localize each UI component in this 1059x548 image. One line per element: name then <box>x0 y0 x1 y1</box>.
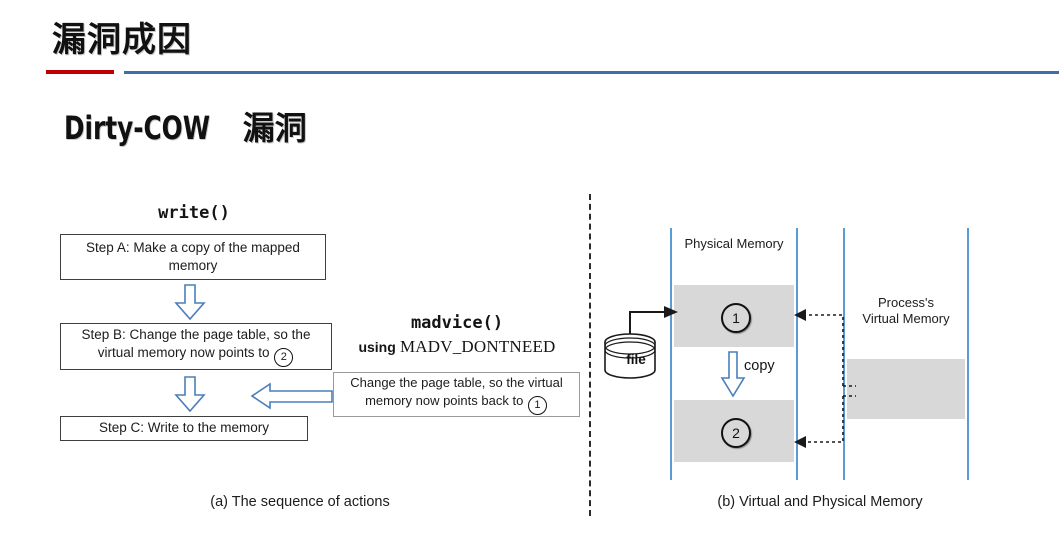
caption-a: (a) The sequence of actions <box>210 494 390 510</box>
madvice-box-line2: memory now points back to <box>365 392 524 408</box>
step-b-badge: 2 <box>274 348 294 368</box>
file-label: file <box>626 352 646 367</box>
slide-subtitle-cjk: 漏洞 <box>242 110 307 146</box>
copy-arrow-icon <box>720 351 746 398</box>
physical-memory-label: Physical Memory <box>684 236 784 251</box>
step-a-line2: memory <box>168 258 218 273</box>
page-mapping-arrows <box>794 309 856 448</box>
step-b-line2: virtual memory now points to <box>97 345 270 361</box>
copy-label: copy <box>744 358 775 374</box>
write-syscall-label: write() <box>158 203 230 223</box>
step-a-box: Step A: Make a copy of the mapped memory <box>60 234 326 280</box>
madvice-flag-line: using MADV_DONTNEED <box>333 337 581 357</box>
virtual-memory-label-line2: Virtual Memory <box>862 311 950 327</box>
caption-b: (b) Virtual and Physical Memory <box>717 494 923 510</box>
slide-subtitle: Dirty-COW 漏洞 <box>64 103 307 149</box>
step-c-line1: Step C: Write to the memory <box>98 420 270 436</box>
madvice-box-line1: Change the page table, so the virtual <box>350 375 563 391</box>
arrow-step-b-to-c-icon <box>174 376 206 413</box>
madvice-syscall-label: madvice() <box>410 313 504 333</box>
virtual-memory-label-line1: Process's <box>878 295 934 310</box>
virtual-memory-column <box>843 228 969 480</box>
file-cylinder-icon <box>604 306 678 379</box>
virtual-memory-label: Process's Virtual Memory <box>843 295 969 328</box>
arrow-madvice-to-step-b-icon <box>250 382 333 410</box>
madvice-description-box: Change the page table, so the virtual me… <box>333 372 580 417</box>
title-underline-red <box>46 70 114 74</box>
page-title: 漏洞成因 <box>52 21 192 59</box>
step-b-box: Step B: Change the page table, so the vi… <box>60 323 332 370</box>
step-a-line1: Step A: Make a copy of the mapped <box>86 239 300 255</box>
step-b-line1: Step B: Change the page table, so the <box>81 326 311 342</box>
physical-page-1-badge: 1 <box>721 303 751 333</box>
arrow-step-a-to-b-icon <box>174 284 206 321</box>
madvice-using-keyword: using <box>358 339 396 355</box>
title-underline-blue <box>124 71 1059 74</box>
madvice-flag-constant: MADV_DONTNEED <box>399 337 556 356</box>
slide-subtitle-latin: Dirty-COW <box>64 109 211 147</box>
physical-page-2-badge: 2 <box>721 418 751 448</box>
virtual-page-block <box>847 359 965 419</box>
step-c-box: Step C: Write to the memory <box>60 416 308 441</box>
panel-divider <box>589 194 591 516</box>
madvice-box-badge: 1 <box>527 395 547 415</box>
